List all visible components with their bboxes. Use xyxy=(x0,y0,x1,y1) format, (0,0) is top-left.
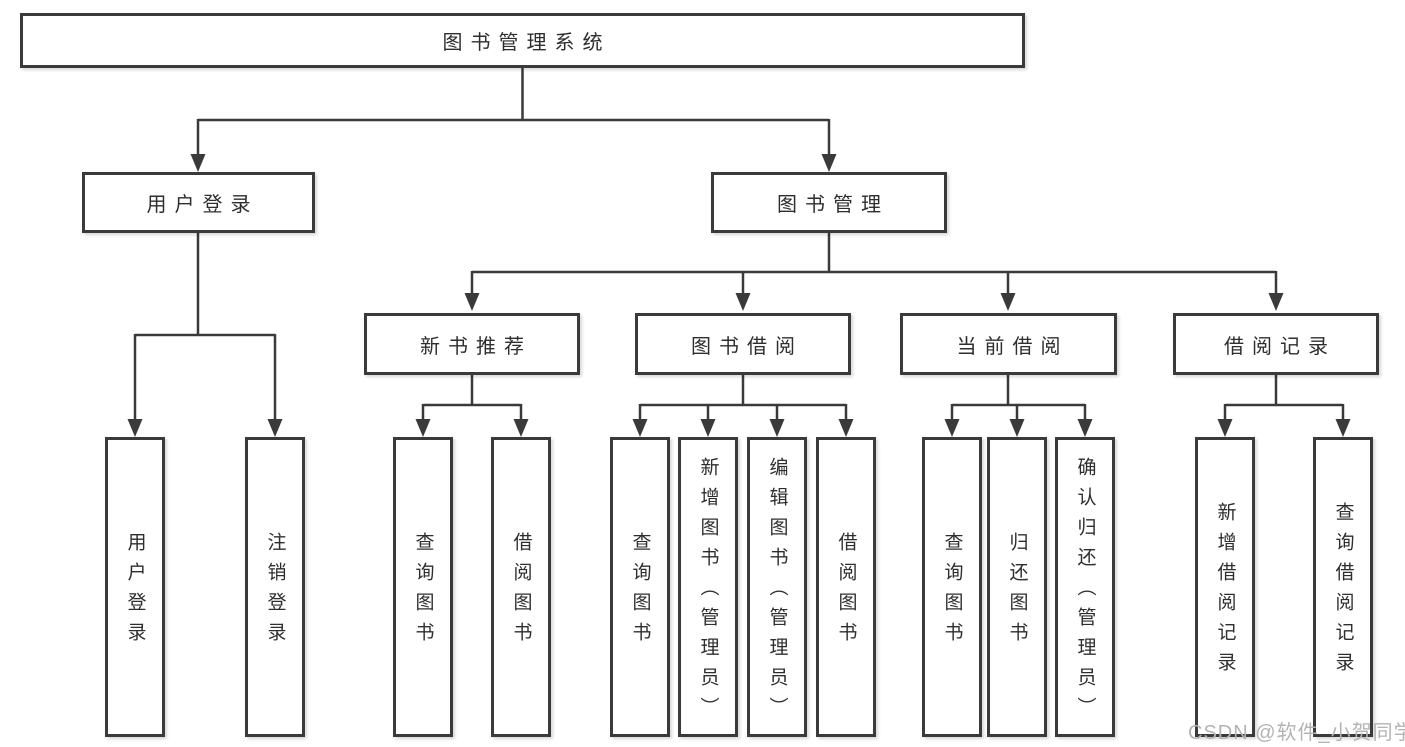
leaf-borrow-books-label: 借阅图书 xyxy=(835,532,857,652)
leaf-logout: 注销登录 xyxy=(245,437,305,737)
connector-bookmgmt-to-level3 xyxy=(470,233,1278,296)
node-user-login: 用户登录 xyxy=(82,172,315,233)
arrowhead xyxy=(700,419,716,437)
leaf-add-books-admin-label: 新增图书（管理员） xyxy=(697,457,719,727)
node-borrow-records: 借阅记录 xyxy=(1173,313,1379,375)
arrowhead xyxy=(1268,293,1284,311)
connector-bookborrow-to-leaves xyxy=(638,375,848,422)
leaf-edit-books-admin-label: 编辑图书（管理员） xyxy=(766,457,788,727)
leaf-user-login: 用户登录 xyxy=(105,437,165,737)
leaf-return-books-label: 归还图书 xyxy=(1006,532,1028,652)
arrowheads xyxy=(127,154,1351,437)
arrowhead xyxy=(1009,419,1025,437)
leaf-add-books-admin: 新增图书（管理员） xyxy=(678,437,738,737)
node-root: 图书管理系统 xyxy=(20,13,1025,68)
node-book-management-label: 图书管理 xyxy=(777,194,889,216)
leaf-add-borrow-record-label: 新增借阅记录 xyxy=(1214,502,1236,682)
leaf-return-books: 归还图书 xyxy=(987,437,1047,737)
node-root-label: 图书管理系统 xyxy=(442,32,611,54)
arrowhead xyxy=(1077,419,1093,437)
leaf-user-login-label: 用户登录 xyxy=(124,532,146,652)
leaf-add-borrow-record: 新增借阅记录 xyxy=(1195,437,1255,737)
connector-borrowrecords-to-leaves xyxy=(1223,375,1345,422)
leaf-query-borrow-record: 查询借阅记录 xyxy=(1313,437,1373,737)
node-new-book-recommend-label: 新书推荐 xyxy=(420,335,532,358)
leaf-borrow-books: 借阅图书 xyxy=(816,437,876,737)
leaf-query-books-borrow: 查询图书 xyxy=(610,437,670,737)
leaf-borrow-books-recommend-label: 借阅图书 xyxy=(510,532,532,652)
node-book-borrow: 图书借阅 xyxy=(635,313,851,375)
node-user-login-label: 用户登录 xyxy=(146,194,259,216)
arrowhead xyxy=(821,154,837,172)
arrowhead xyxy=(632,419,648,437)
arrowhead xyxy=(464,293,480,311)
arrowhead xyxy=(838,419,854,437)
leaf-edit-books-admin: 编辑图书（管理员） xyxy=(747,437,807,737)
leaf-confirm-return-admin: 确认归还（管理员） xyxy=(1055,437,1115,737)
leaf-query-books-recommend: 查询图书 xyxy=(393,437,453,737)
leaf-borrow-books-recommend: 借阅图书 xyxy=(491,437,551,737)
arrowhead xyxy=(267,419,283,437)
leaf-query-books-current-label: 查询图书 xyxy=(941,532,963,652)
leaf-query-books-current: 查询图书 xyxy=(922,437,982,737)
node-book-borrow-label: 图书借阅 xyxy=(691,335,803,358)
leaf-confirm-return-admin-label: 确认归还（管理员） xyxy=(1074,457,1096,727)
connector-newbookrec-to-leaves xyxy=(421,375,523,422)
csdn-watermark: CSDN @软件_小贺同学 xyxy=(1188,722,1405,744)
arrowhead xyxy=(944,419,960,437)
node-current-borrow: 当前借阅 xyxy=(900,313,1117,375)
arrowhead xyxy=(1217,419,1233,437)
arrowhead xyxy=(513,419,529,437)
arrowhead xyxy=(769,419,785,437)
connector-userlogin-to-leaves xyxy=(133,233,277,422)
arrowhead xyxy=(190,154,206,172)
arrowhead xyxy=(127,419,143,437)
leaf-query-books-recommend-label: 查询图书 xyxy=(412,532,434,652)
leaf-query-borrow-record-label: 查询借阅记录 xyxy=(1332,502,1354,682)
arrowhead xyxy=(1335,419,1351,437)
connector-currentborrow-to-leaves xyxy=(950,375,1087,422)
node-borrow-records-label: 借阅记录 xyxy=(1224,335,1336,358)
node-book-management: 图书管理 xyxy=(711,172,947,233)
arrowhead xyxy=(735,293,751,311)
node-current-borrow-label: 当前借阅 xyxy=(956,335,1069,358)
node-new-book-recommend: 新书推荐 xyxy=(364,313,580,375)
leaf-logout-label: 注销登录 xyxy=(264,532,286,652)
leaf-query-books-borrow-label: 查询图书 xyxy=(629,532,651,652)
connector-root-to-level2 xyxy=(196,68,831,157)
arrowhead xyxy=(1000,293,1016,311)
arrowhead xyxy=(415,419,431,437)
